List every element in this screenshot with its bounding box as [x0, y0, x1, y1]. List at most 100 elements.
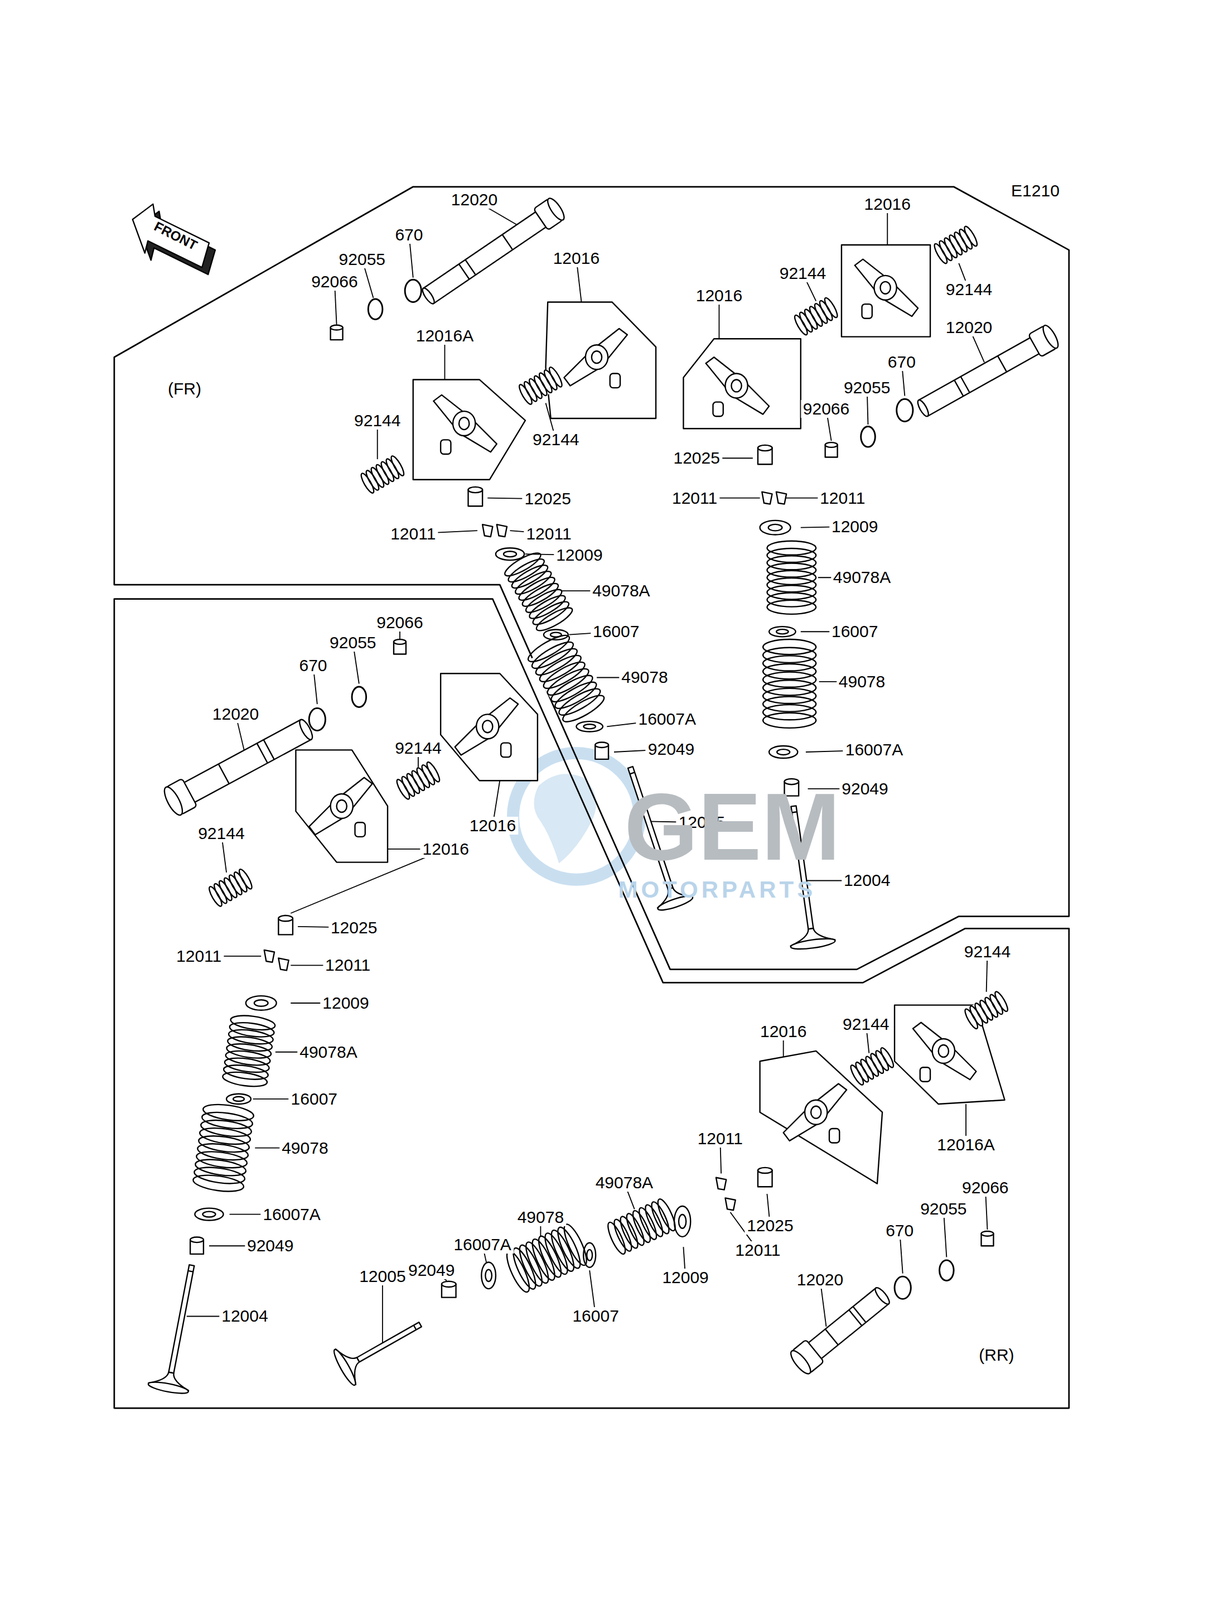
rocker-pad	[862, 303, 873, 319]
shaft-groove	[954, 379, 964, 396]
callout-number: 49078	[836, 672, 888, 691]
shaft-end	[873, 1285, 892, 1306]
spring-seat-inner	[233, 1096, 245, 1101]
callout-number: 49078	[515, 1207, 567, 1226]
rocker-pad	[500, 742, 511, 758]
spring-coil	[525, 630, 573, 666]
rocker-arm-group	[295, 749, 388, 862]
callout-number: 670	[885, 353, 918, 371]
shaft-head-face	[544, 195, 568, 222]
spring-coil	[848, 1063, 866, 1087]
end-cap	[981, 1230, 994, 1246]
spring-coil	[635, 1205, 660, 1241]
shaft-end	[915, 398, 931, 418]
callout-number: 92144	[943, 280, 995, 299]
watermark-text: MOTORPARTS	[615, 877, 819, 902]
rocker-bore	[880, 281, 891, 294]
spring-coil	[516, 573, 558, 604]
end-cap-top	[825, 442, 838, 448]
callout-number: 12016	[862, 195, 913, 214]
callout-number: 16007A	[260, 1205, 323, 1223]
shaft-head-face	[788, 1347, 814, 1376]
front-arrow	[132, 204, 216, 275]
group-bracket	[683, 338, 801, 429]
callout-number: 12011	[817, 489, 868, 507]
spring-retainer	[674, 1205, 691, 1237]
spring-coil	[527, 591, 569, 623]
valve-keeper	[482, 524, 493, 537]
coil-spring	[221, 1012, 277, 1089]
callout-number: 12016	[420, 839, 472, 858]
callout-number: 49078	[619, 668, 670, 686]
callout-number: 92049	[839, 779, 891, 798]
region-outline	[114, 598, 1070, 1408]
callout-number: 92066	[959, 1178, 1011, 1197]
group-bracket	[440, 673, 538, 781]
engine-valve	[147, 1260, 212, 1395]
end-cap	[330, 325, 343, 340]
callout-number: 12016	[757, 1022, 809, 1041]
rocker-pivot	[873, 275, 897, 301]
callout-number: 49078A	[830, 568, 893, 587]
coil-spring	[206, 867, 254, 908]
spring-coil	[552, 677, 600, 713]
valve-keeper	[264, 949, 275, 963]
spring-coil	[503, 1248, 534, 1295]
rocker-pad	[440, 439, 451, 454]
adjuster-top	[757, 445, 773, 451]
rocker-bore	[810, 1105, 821, 1119]
callout-number: 12016	[467, 816, 519, 835]
callout-number: 92144	[195, 824, 247, 843]
shaft-head-face	[1040, 322, 1061, 350]
spring-seat-outer	[481, 1262, 496, 1289]
spring-coil	[501, 548, 544, 580]
coil-spring	[503, 1221, 592, 1295]
spring-body	[528, 636, 604, 720]
spring-body	[851, 1047, 893, 1085]
rocker-bore	[938, 1044, 949, 1057]
spring-coil	[530, 597, 572, 629]
spring-coil	[654, 1196, 679, 1233]
spring-retainer	[245, 995, 277, 1010]
spring-body	[209, 868, 251, 906]
spring-coil	[540, 657, 588, 693]
shaft-body	[805, 1287, 889, 1361]
spring-coil	[648, 1199, 673, 1236]
valve-stem	[168, 1264, 195, 1373]
spring-coil	[559, 690, 608, 727]
o-ring	[404, 279, 422, 302]
spring-seat	[769, 745, 798, 758]
rocker-pad	[712, 402, 723, 417]
callout-number: 12009	[829, 517, 881, 536]
spring-body	[505, 553, 573, 630]
spring-seat	[576, 721, 603, 732]
end-cap-top	[330, 325, 343, 331]
o-ring	[939, 1259, 955, 1281]
rocker-pivot	[585, 344, 608, 370]
rocker-shaft	[161, 713, 318, 818]
spring-seat-outer	[769, 745, 798, 758]
callout-number: 92144	[777, 264, 829, 283]
shaft-body	[180, 719, 312, 804]
valve-keeper	[776, 491, 787, 505]
stem-seal	[441, 1280, 457, 1298]
valve-groove	[629, 771, 635, 774]
spring-coil	[509, 561, 551, 592]
spring-body	[519, 366, 562, 404]
end-cap-top	[981, 1230, 994, 1236]
callout-number: 49078A	[590, 581, 652, 600]
rocker-pad	[355, 822, 366, 837]
shaft-body	[918, 335, 1043, 417]
end-cap-top	[393, 639, 406, 645]
end-cap	[825, 442, 838, 457]
spring-seat-outer	[226, 1093, 251, 1104]
engine-valve	[331, 1306, 431, 1387]
coil-spring	[525, 630, 608, 727]
rocker-arm-group	[760, 1050, 883, 1184]
callout-number: 92144	[840, 1014, 892, 1033]
spring-seat-outer	[194, 1207, 224, 1221]
drawing	[114, 186, 1070, 1408]
group-bracket	[545, 301, 657, 419]
o-ring	[368, 298, 383, 320]
